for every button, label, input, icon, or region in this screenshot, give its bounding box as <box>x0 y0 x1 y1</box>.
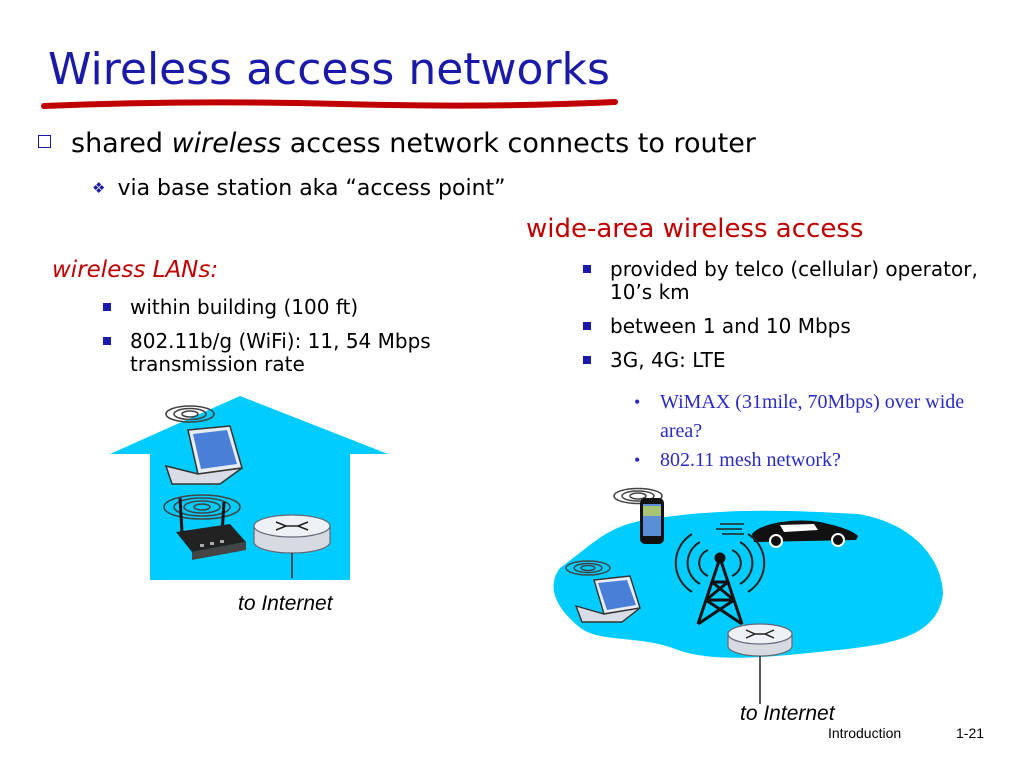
list-item: 802.11 mesh network? <box>630 446 1010 475</box>
square-outline-bullet-icon <box>38 135 51 148</box>
wide-area-heading: wide-area wireless access <box>526 214 864 244</box>
laptop-icon <box>164 425 243 485</box>
wireless-signal-icon <box>163 494 241 520</box>
router-icon <box>727 623 793 657</box>
wide-area-list: provided by telco (cellular) operator, 1… <box>580 258 980 383</box>
cell-tower-icon <box>696 552 744 626</box>
to-internet-label-wide: to Internet <box>740 702 835 725</box>
list-item: WiMAX (31mile, 70Mbps) over wide area? <box>630 388 1010 446</box>
bullet-emphasis: wireless <box>171 128 282 159</box>
car-icon <box>716 520 858 548</box>
list-item: 3G, 4G: LTE <box>580 349 980 372</box>
list-item: between 1 and 10 Mbps <box>580 315 980 338</box>
footer-page-number: 1-21 <box>956 725 985 741</box>
wireless-router-icon <box>176 497 246 560</box>
bullet-prefix: shared <box>71 128 172 159</box>
list-item: 802.11b/g (WiFi): 11, 54 Mbps transmissi… <box>100 330 500 376</box>
diamond-bullet-icon: ❖ <box>92 179 106 197</box>
wide-area-diagram <box>553 487 943 704</box>
wireless-lans-heading: wireless LANs: <box>52 257 219 283</box>
wireless-signal-icon <box>165 405 215 423</box>
to-internet-label-lan: to Internet <box>238 592 333 615</box>
wlan-house-diagram <box>110 396 388 580</box>
list-item: within building (100 ft) <box>100 296 500 319</box>
router-icon <box>253 514 331 554</box>
laptop-icon <box>574 575 641 623</box>
wireless-signal-icon <box>613 487 663 505</box>
wireless-signal-icon <box>565 560 611 576</box>
bullet-access-point: ❖ via base station aka “access point” <box>92 176 506 201</box>
footer-section: Introduction <box>828 725 902 741</box>
wide-area-sublist: WiMAX (31mile, 70Mbps) over wide area? 8… <box>630 388 1010 475</box>
bullet-access-point-text: via base station aka “access point” <box>117 176 506 201</box>
bullet-shared-wireless: shared wireless access network connects … <box>38 128 756 159</box>
smartphone-icon <box>640 498 664 544</box>
house-shape <box>110 396 388 580</box>
slide-title: Wireless access networks <box>48 44 610 95</box>
title-underline <box>41 99 618 109</box>
wireless-lans-list: within building (100 ft) 802.11b/g (WiFi… <box>100 296 500 387</box>
region-shape <box>553 510 943 658</box>
bullet-suffix: access network connects to router <box>281 128 756 159</box>
cell-tower-signal-icon <box>674 533 766 593</box>
list-item: provided by telco (cellular) operator, 1… <box>580 258 980 304</box>
